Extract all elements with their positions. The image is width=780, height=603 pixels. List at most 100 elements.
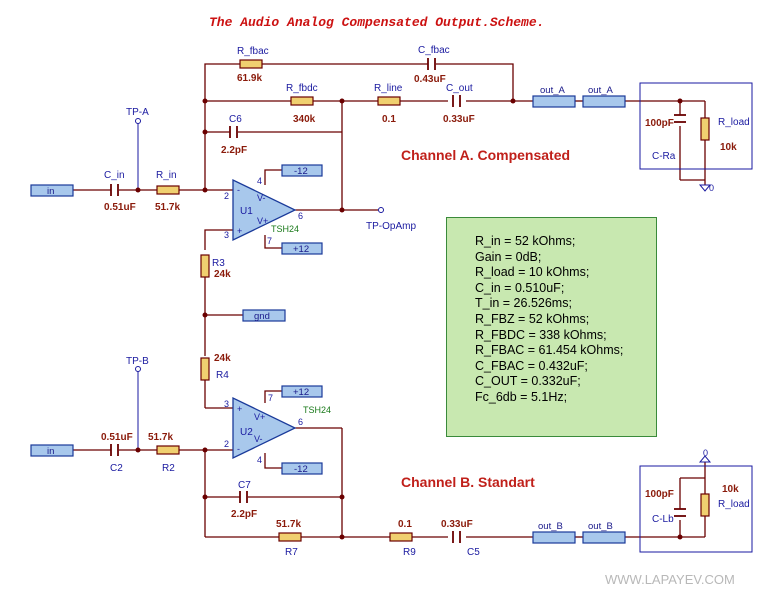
svg-text:2: 2 xyxy=(224,439,229,449)
svg-text:10k: 10k xyxy=(720,142,737,153)
svg-text:out_A: out_A xyxy=(540,85,565,96)
svg-text:2.2pF: 2.2pF xyxy=(231,509,257,520)
tp-b-testpoint: TP-B xyxy=(126,356,149,372)
in-tag-b: in xyxy=(30,444,74,457)
svg-text:51.7k: 51.7k xyxy=(155,202,180,213)
svg-text:V-: V- xyxy=(254,434,263,444)
svg-text:3: 3 xyxy=(224,230,229,240)
load-a-box: 100pF C-Ra R_load 10k 0 xyxy=(639,82,753,193)
c-in-capacitor: C_in 0.51uF xyxy=(104,170,136,213)
svg-text:R2: R2 xyxy=(162,463,175,474)
r-fbdc-resistor: R_fbdc 340k xyxy=(286,83,318,125)
u1-pos-supply-tag: +12 xyxy=(281,242,323,255)
svg-text:0.51uF: 0.51uF xyxy=(104,202,136,213)
svg-text:R_line: R_line xyxy=(374,83,403,94)
tp-opamp-testpoint: TP-OpAmp xyxy=(366,207,416,232)
svg-text:C_in: C_in xyxy=(104,170,125,181)
svg-text:R4: R4 xyxy=(216,370,229,381)
svg-text:R_load: R_load xyxy=(718,117,750,128)
r2-resistor: 51.7k R2 xyxy=(148,432,180,474)
svg-text:C5: C5 xyxy=(467,547,480,558)
r-in-resistor: R_in 51.7k xyxy=(155,170,180,213)
svg-text:R_load: R_load xyxy=(718,499,750,510)
r-line-resistor: R_line 0.1 xyxy=(374,83,403,125)
svg-text:in: in xyxy=(47,186,54,197)
junction-dots xyxy=(135,98,683,540)
svg-text:51.7k: 51.7k xyxy=(148,432,173,443)
r7-resistor: 51.7k R7 xyxy=(276,519,302,558)
svg-text:C6: C6 xyxy=(229,114,242,125)
svg-text:100pF: 100pF xyxy=(645,118,674,129)
r9-resistor: 0.1 R9 xyxy=(389,519,416,558)
u2-pos-supply-tag: +12 xyxy=(281,385,323,398)
svg-text:4: 4 xyxy=(257,176,262,186)
svg-text:2.2pF: 2.2pF xyxy=(221,145,247,156)
svg-text:R_fbdc: R_fbdc xyxy=(286,83,318,94)
svg-text:U2: U2 xyxy=(240,427,253,438)
svg-text:C-Ra: C-Ra xyxy=(652,151,676,162)
svg-text:0.51uF: 0.51uF xyxy=(101,432,133,443)
channel-b-wires xyxy=(73,371,706,538)
svg-text:340k: 340k xyxy=(293,114,316,125)
svg-text:out_B: out_B xyxy=(538,521,563,532)
svg-text:100pF: 100pF xyxy=(645,489,674,500)
svg-text:R7: R7 xyxy=(285,547,298,558)
parameters-note: R_in = 52 kOhms; Gain = 0dB; R_load = 10… xyxy=(446,217,657,437)
svg-text:0.33uF: 0.33uF xyxy=(441,519,473,530)
svg-text:24k: 24k xyxy=(214,353,231,364)
svg-text:TSH24: TSH24 xyxy=(303,405,331,415)
svg-text:0.1: 0.1 xyxy=(398,519,412,530)
svg-text:V+: V+ xyxy=(257,216,268,226)
svg-text:R9: R9 xyxy=(403,547,416,558)
svg-text:7: 7 xyxy=(267,236,272,246)
param-line: T_in = 26.526ms; xyxy=(475,296,572,311)
r4-resistor: 24k R4 xyxy=(200,353,231,381)
c6-capacitor: C6 2.2pF xyxy=(221,114,247,156)
tp-a-testpoint: TP-A xyxy=(126,107,149,124)
u2-opamp: + - V+ V- U2 TSH24 3 2 6 7 4 xyxy=(224,393,331,465)
svg-text:6: 6 xyxy=(298,417,303,427)
svg-text:in: in xyxy=(47,446,54,457)
r3-resistor: R3 24k xyxy=(200,254,231,280)
svg-text:0: 0 xyxy=(703,448,708,458)
svg-text:+12: +12 xyxy=(293,244,309,255)
in-tag-a: in xyxy=(30,184,74,197)
svg-text:U1: U1 xyxy=(240,206,253,217)
u1-neg-supply-tag: -12 xyxy=(281,164,323,177)
svg-text:R3: R3 xyxy=(212,258,225,269)
svg-text:0.43uF: 0.43uF xyxy=(414,74,446,85)
svg-text:+: + xyxy=(237,226,242,236)
svg-text:0.33uF: 0.33uF xyxy=(443,114,475,125)
svg-text:51.7k: 51.7k xyxy=(276,519,301,530)
svg-text:-: - xyxy=(237,185,240,195)
param-line: R_FBDC = 338 kOhms; xyxy=(475,327,607,342)
gnd-tag: gnd xyxy=(242,309,286,322)
svg-text:out_B: out_B xyxy=(588,521,613,532)
svg-text:TP-OpAmp: TP-OpAmp xyxy=(366,221,416,232)
svg-text:24k: 24k xyxy=(214,269,231,280)
svg-text:C_out: C_out xyxy=(446,83,473,94)
param-line: R_FBZ = 52 kOhms; xyxy=(475,311,590,326)
out-b-tag-2: out_B xyxy=(582,521,626,544)
param-line: C_in = 0.510uF; xyxy=(475,280,565,295)
out-b-tag-1: out_B xyxy=(532,521,576,544)
param-line: C_OUT = 0.332uF; xyxy=(475,374,581,389)
svg-text:0.1: 0.1 xyxy=(382,114,396,125)
param-line: R_load = 10 kOhms; xyxy=(475,265,590,280)
svg-text:10k: 10k xyxy=(722,484,739,495)
svg-text:TP-B: TP-B xyxy=(126,356,149,367)
svg-text:V-: V- xyxy=(257,193,266,203)
r-fbac-resistor: R_fbac 61.9k xyxy=(237,46,269,84)
svg-text:+: + xyxy=(237,404,242,414)
u1-opamp: - + V- V+ U1 TSH24 2 3 6 4 7 xyxy=(224,176,303,246)
svg-text:+12: +12 xyxy=(293,387,309,398)
svg-text:out_A: out_A xyxy=(588,85,613,96)
svg-text:4: 4 xyxy=(257,455,262,465)
svg-text:V+: V+ xyxy=(254,412,265,422)
c7-capacitor: C7 2.2pF xyxy=(231,480,257,520)
c2-capacitor: 0.51uF C2 xyxy=(101,432,133,474)
watermark: WWW.LAPAYEV.COM xyxy=(605,572,735,587)
c5-capacitor: 0.33uF C5 xyxy=(441,519,480,558)
